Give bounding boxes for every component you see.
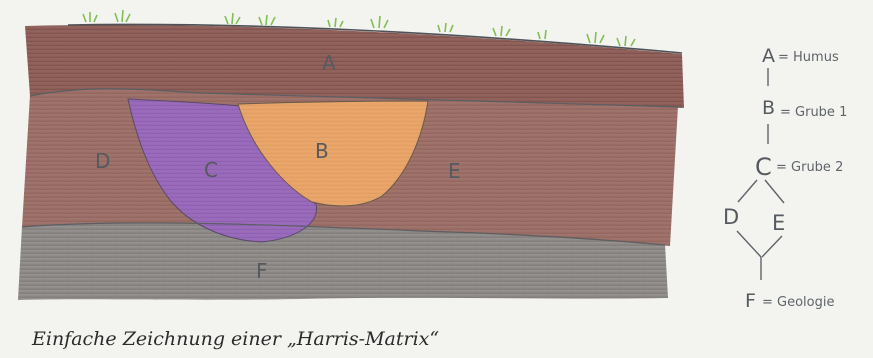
- matrix-node-b: B: [762, 97, 775, 119]
- matrix-node-d: D: [723, 205, 739, 229]
- edge-c-e: [765, 180, 784, 203]
- matrix-desc-a: = Humus: [778, 50, 839, 65]
- matrix-desc-c: = Grube 2: [776, 160, 843, 175]
- matrix-node-f: F: [745, 290, 756, 312]
- matrix-node-e: E: [772, 211, 785, 235]
- edge-e-f: [762, 236, 782, 257]
- figure-caption: Einfache Zeichnung einer „Harris-Matrix“: [32, 328, 439, 350]
- layer-label-e: E: [448, 159, 461, 183]
- matrix-node-c: C: [755, 153, 772, 181]
- edge-c-d: [738, 180, 757, 202]
- matrix-desc-f: = Geologie: [762, 295, 834, 310]
- layer-label-a: A: [322, 51, 336, 75]
- matrix-node-a: A: [762, 45, 775, 67]
- layer-label-d: D: [95, 149, 110, 173]
- edge-d-f: [737, 231, 761, 257]
- layer-label-b: B: [315, 139, 329, 163]
- harris-matrix: A = Humus B = Grube 1 C = Grube 2 D E F …: [723, 45, 847, 312]
- matrix-desc-b: = Grube 1: [780, 105, 847, 120]
- layer-label-c: C: [204, 158, 218, 182]
- layer-label-f: F: [256, 259, 268, 283]
